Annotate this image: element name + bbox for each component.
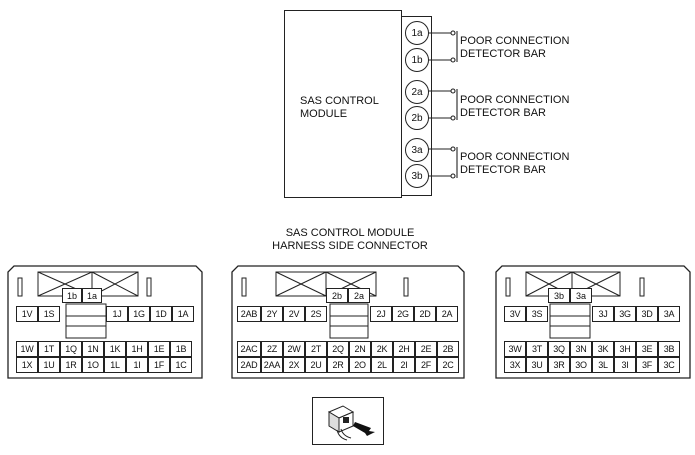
terminal: 3X bbox=[504, 357, 526, 373]
terminal: 2I bbox=[393, 357, 415, 373]
terminal: 2AA bbox=[261, 357, 283, 373]
terminal: 3K bbox=[592, 341, 614, 357]
terminal: 2N bbox=[349, 341, 371, 357]
terminal: 3R bbox=[548, 357, 570, 373]
connector-3-header-b: 3b bbox=[548, 288, 570, 303]
terminal: 1B bbox=[170, 341, 192, 357]
terminal: 2C bbox=[437, 357, 459, 373]
detector-bar-leads bbox=[428, 30, 458, 179]
terminal: 1T bbox=[38, 341, 60, 357]
module-label: SAS CONTROL MODULE bbox=[300, 95, 379, 120]
terminal: 3D bbox=[636, 306, 658, 322]
terminal: 2V bbox=[283, 306, 305, 322]
pin-2a: 2a bbox=[405, 80, 429, 104]
harness-connector-title: SAS CONTROL MODULE HARNESS SIDE CONNECTO… bbox=[272, 227, 428, 252]
terminal: 2A bbox=[436, 306, 458, 322]
sas-control-module-box bbox=[284, 10, 402, 198]
terminal: 3I bbox=[614, 357, 636, 373]
terminal: 2F bbox=[415, 357, 437, 373]
terminal: 1S bbox=[38, 306, 60, 322]
terminal: 3G bbox=[614, 306, 636, 322]
terminal: 3V bbox=[504, 306, 526, 322]
connector-2: 2b 2a 2AB 2Y 2V 2S 2J 2G 2D 2A 2AC 2Z 2W… bbox=[231, 265, 465, 383]
terminal: 1A bbox=[172, 306, 194, 322]
terminal: 2E bbox=[415, 341, 437, 357]
terminal: 3O bbox=[570, 357, 592, 373]
terminal: 3W bbox=[504, 341, 526, 357]
terminal: 2D bbox=[414, 306, 436, 322]
detector-bar-label-3: POOR CONNECTION DETECTOR BAR bbox=[460, 151, 570, 176]
terminal: 3C bbox=[658, 357, 680, 373]
terminal: 1J bbox=[106, 306, 128, 322]
terminal: 2L bbox=[371, 357, 393, 373]
terminal: 2X bbox=[283, 357, 305, 373]
terminal: 1K bbox=[104, 341, 126, 357]
pin-1b: 1b bbox=[405, 48, 429, 72]
terminal: 2AB bbox=[237, 306, 261, 322]
connector-view-icon bbox=[312, 397, 384, 445]
terminal: 3B bbox=[658, 341, 680, 357]
terminal: 2K bbox=[371, 341, 393, 357]
plug-arrow-icon bbox=[327, 405, 375, 441]
terminal: 2Z bbox=[261, 341, 283, 357]
pin-2b: 2b bbox=[405, 106, 429, 130]
terminal: 1U bbox=[38, 357, 60, 373]
pin-1a: 1a bbox=[405, 21, 429, 45]
terminal: 2O bbox=[349, 357, 371, 373]
terminal: 1O bbox=[82, 357, 104, 373]
terminal: 1C bbox=[170, 357, 192, 373]
terminal: 2T bbox=[305, 341, 327, 357]
terminal: 1H bbox=[126, 341, 148, 357]
terminal: 2AC bbox=[237, 341, 261, 357]
terminal: 3Q bbox=[548, 341, 570, 357]
terminal: 1R bbox=[60, 357, 82, 373]
terminal: 3J bbox=[592, 306, 614, 322]
terminal: 2G bbox=[392, 306, 414, 322]
terminal: 1V bbox=[16, 306, 38, 322]
connector-1-header-a: 1a bbox=[82, 288, 102, 303]
terminal: 1N bbox=[82, 341, 104, 357]
terminal: 1L bbox=[104, 357, 126, 373]
terminal: 2S bbox=[305, 306, 327, 322]
pin-3b: 3b bbox=[405, 164, 429, 188]
terminal: 3N bbox=[570, 341, 592, 357]
pin-3a: 3a bbox=[405, 138, 429, 162]
terminal: 3U bbox=[526, 357, 548, 373]
terminal: 1W bbox=[16, 341, 38, 357]
terminal: 3L bbox=[592, 357, 614, 373]
connector-3: 3b 3a 3V 3S 3J 3G 3D 3A 3W 3T 3Q 3N 3K 3… bbox=[495, 265, 691, 383]
terminal: 1Q bbox=[60, 341, 82, 357]
terminal: 2U bbox=[305, 357, 327, 373]
terminal: 3A bbox=[658, 306, 680, 322]
detector-bar-label-1: POOR CONNECTION DETECTOR BAR bbox=[460, 35, 570, 60]
terminal: 3F bbox=[636, 357, 658, 373]
terminal: 1F bbox=[148, 357, 170, 373]
terminal: 1G bbox=[128, 306, 150, 322]
terminal: 2R bbox=[327, 357, 349, 373]
terminal: 1X bbox=[16, 357, 38, 373]
terminal: 1D bbox=[150, 306, 172, 322]
pin-strip bbox=[402, 16, 432, 196]
terminal: 2H bbox=[393, 341, 415, 357]
terminal: 2W bbox=[283, 341, 305, 357]
terminal: 2Q bbox=[327, 341, 349, 357]
connector-1-header-b: 1b bbox=[62, 288, 82, 303]
terminal: 3T bbox=[526, 341, 548, 357]
connector-2-header-b: 2b bbox=[326, 288, 348, 303]
terminal: 2Y bbox=[261, 306, 283, 322]
terminal: 2B bbox=[437, 341, 459, 357]
detector-bar-label-2: POOR CONNECTION DETECTOR BAR bbox=[460, 94, 570, 119]
terminal: 3H bbox=[614, 341, 636, 357]
terminal: 1E bbox=[148, 341, 170, 357]
terminal: 2AD bbox=[237, 357, 261, 373]
terminal: 1I bbox=[126, 357, 148, 373]
terminal: 2J bbox=[370, 306, 392, 322]
connector-2-header-a: 2a bbox=[348, 288, 370, 303]
terminal: 3E bbox=[636, 341, 658, 357]
terminal: 3S bbox=[526, 306, 548, 322]
connector-1: 1b 1a 1V 1S 1J 1G 1D 1A 1W 1T 1Q 1N 1K 1… bbox=[7, 265, 203, 383]
connector-3-header-a: 3a bbox=[570, 288, 592, 303]
